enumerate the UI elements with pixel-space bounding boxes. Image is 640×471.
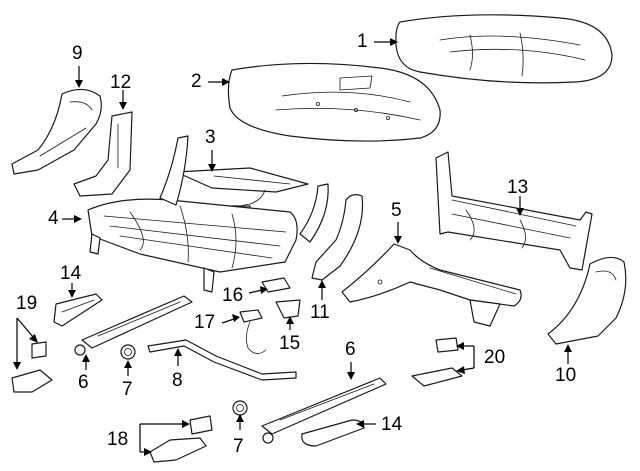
callout-19: 19	[16, 293, 38, 314]
callout-1: 1	[357, 31, 368, 52]
part-2-cushion-pad	[227, 62, 441, 142]
part-6-seat-track-right	[261, 377, 387, 444]
callout-3: 3	[205, 127, 216, 148]
callout-14-upper: 14	[60, 263, 82, 284]
part-12-side-trim	[73, 111, 133, 197]
callout-2: 2	[191, 71, 202, 92]
callout-13: 13	[507, 177, 529, 198]
callout-6-upper: 6	[78, 372, 89, 393]
callout-7-lower: 7	[233, 436, 244, 457]
part-4-seat-frame	[87, 135, 329, 293]
callout-18: 18	[107, 429, 129, 450]
part-19-cover-clips	[11, 341, 53, 393]
callout-10: 10	[555, 365, 577, 386]
callout-5: 5	[391, 200, 402, 221]
callout-11: 11	[310, 302, 330, 323]
callout-14-lower: 14	[381, 414, 403, 435]
leader-lines	[13, 38, 572, 456]
part-14-track-cover-upper	[53, 293, 103, 327]
part-7-spring-lower	[232, 400, 248, 416]
callout-4: 4	[48, 208, 59, 229]
part-20-cover-clips	[411, 337, 463, 387]
part-17-cable-harness	[239, 309, 267, 354]
callout-6-lower: 6	[345, 339, 356, 360]
callout-12: 12	[110, 72, 132, 93]
part-9-side-trim	[11, 88, 102, 175]
part-11-bolster-bracket	[311, 194, 364, 281]
callout-9: 9	[72, 43, 83, 64]
part-1-cushion-cover	[395, 14, 613, 84]
part-15-latch	[275, 299, 301, 319]
part-18-cover-clips	[149, 415, 213, 463]
callout-20: 20	[484, 347, 506, 368]
callout-16: 16	[222, 285, 244, 306]
part-8-adjuster-rod	[147, 339, 297, 381]
callout-15: 15	[279, 333, 301, 354]
callout-17: 17	[194, 312, 216, 333]
callout-8: 8	[172, 370, 183, 391]
part-13-rear-frame	[435, 151, 593, 271]
callout-7-upper: 7	[122, 379, 133, 400]
part-10-side-cover	[547, 256, 627, 345]
part-7-spring-upper	[120, 344, 136, 360]
part-6-seat-track-left	[74, 295, 193, 356]
part-5-frame-bracket	[341, 243, 522, 327]
part-14-track-cover-lower	[301, 419, 365, 447]
